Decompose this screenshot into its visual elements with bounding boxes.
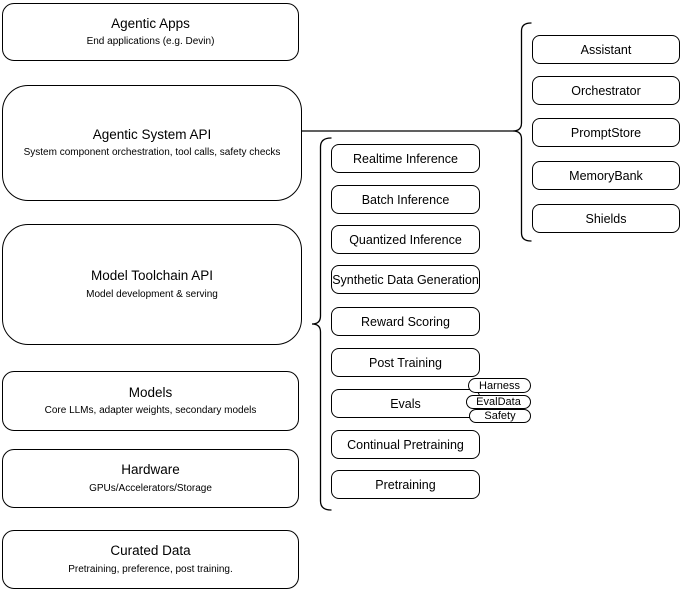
node-realtime-inference: Realtime Inference [331,144,480,173]
pill-label: Safety [484,410,516,422]
node-memorybank: MemoryBank [532,161,680,190]
pill-label: EvalData [476,396,521,408]
node-agentic-system-api: Agentic System API System component orch… [2,85,302,201]
node-label: PromptStore [570,125,642,140]
node-subtitle: System component orchestration, tool cal… [23,147,281,159]
node-subtitle: End applications (e.g. Devin) [86,36,215,48]
right-column-brace [512,22,532,242]
node-post-training: Post Training [331,348,480,377]
node-evals: Evals [331,389,480,418]
pill-safety: Safety [469,409,531,423]
node-label: Batch Inference [361,192,450,207]
node-subtitle: Model development & serving [86,288,218,300]
node-title: Models [128,384,173,400]
node-subtitle: Pretraining, preference, post training. [68,563,233,575]
node-title: Hardware [121,462,180,478]
node-label: Post Training [369,355,442,370]
node-promptstore: PromptStore [532,118,680,147]
node-label: Reward Scoring [361,314,450,329]
node-label: Quantized Inference [349,232,462,247]
pill-evaldata: EvalData [466,395,531,409]
node-synthetic-data-generation: Synthetic Data Generation [331,265,480,294]
node-label: Synthetic Data Generation [332,272,479,287]
pill-label: Harness [479,379,520,392]
node-pretraining: Pretraining [331,470,480,499]
node-agentic-apps: Agentic Apps End applications (e.g. Devi… [2,3,299,61]
node-title: Agentic System API [92,126,212,142]
node-label: Realtime Inference [353,151,458,166]
pill-harness: Harness [468,378,531,393]
node-title: Agentic Apps [111,15,190,31]
node-label: Continual Pretraining [347,437,464,452]
middle-column-brace [311,137,332,511]
node-label: Shields [585,211,627,226]
node-title: Curated Data [110,543,191,559]
node-hardware: Hardware GPUs/Accelerators/Storage [2,449,299,508]
node-label: MemoryBank [569,168,643,183]
node-label: Orchestrator [571,83,641,98]
node-reward-scoring: Reward Scoring [331,307,480,336]
node-label: Evals [390,396,421,411]
node-continual-pretraining: Continual Pretraining [331,430,480,459]
node-subtitle: Core LLMs, adapter weights, secondary mo… [44,405,257,417]
node-curated-data: Curated Data Pretraining, preference, po… [2,530,299,589]
node-subtitle: GPUs/Accelerators/Storage [89,482,212,494]
node-quantized-inference: Quantized Inference [331,225,480,254]
node-assistant: Assistant [532,35,680,64]
node-title: Model Toolchain API [90,268,214,284]
node-batch-inference: Batch Inference [331,185,480,214]
node-label: Pretraining [375,477,436,492]
node-shields: Shields [532,204,680,233]
node-label: Assistant [580,42,632,57]
node-model-toolchain-api: Model Toolchain API Model development & … [2,224,302,345]
node-orchestrator: Orchestrator [532,76,680,105]
node-models: Models Core LLMs, adapter weights, secon… [2,371,299,431]
